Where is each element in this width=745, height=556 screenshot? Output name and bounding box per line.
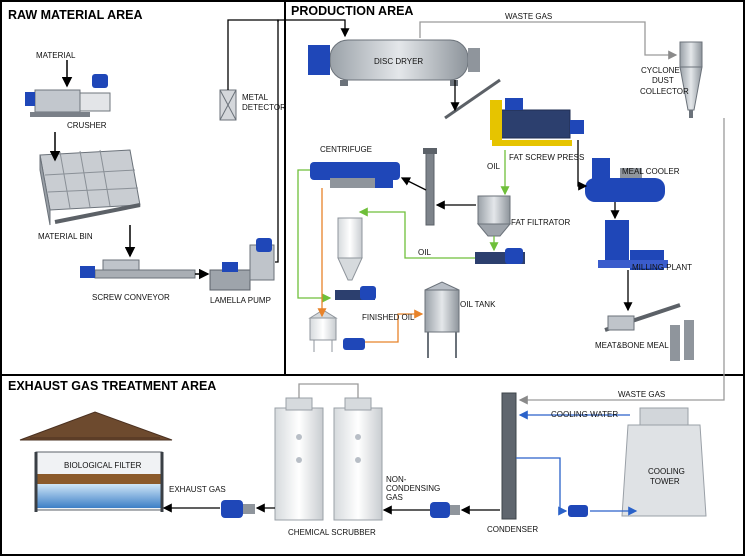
oil-tank (424, 281, 460, 358)
label-centrifuge: CENTRIFUGE (320, 145, 372, 154)
flow-dryer-waste-gas (419, 21, 678, 60)
exhaust-gas-area-title: EXHAUST GAS TREATMENT AREA (8, 379, 216, 393)
disc-dryer (308, 39, 480, 86)
oil-pump (475, 248, 525, 264)
label-material-bin: MATERIAL BIN (38, 232, 93, 241)
label-waste-gas-top: WASTE GAS (505, 12, 552, 21)
label-cyclone-2: DUST (652, 76, 674, 85)
flow-waste-gas-to-condenser (518, 118, 725, 405)
milling-plant (598, 220, 668, 270)
label-meal-cooler: MEAL COOLER (622, 167, 680, 176)
transfer-pump (335, 286, 376, 300)
label-lamella-pump: LAMELLA PUMP (210, 296, 271, 305)
label-oil-low: OIL (418, 248, 431, 257)
flow-finished-oil-to-tank (365, 309, 424, 343)
vertical-oil-heater (423, 148, 437, 226)
settling-tank (337, 217, 363, 281)
fat-filtrator (476, 195, 512, 237)
label-biological-filter: BIOLOGICAL FILTER (64, 461, 142, 470)
label-fat-screw-press: FAT SCREW PRESS (509, 153, 584, 162)
oil-receiving-tank (308, 309, 338, 352)
label-screw-conveyor: SCREW CONVEYOR (92, 293, 170, 302)
label-non-condensing-1: NON- (386, 475, 407, 484)
inclined-screw-conveyor (444, 78, 501, 120)
label-condenser: CONDENSER (487, 525, 538, 534)
exhaust-fan-1 (221, 500, 255, 518)
meal-cooler (585, 158, 665, 202)
label-crusher: CRUSHER (67, 121, 107, 130)
label-oil-tank: OIL TANK (460, 300, 496, 309)
flow-scrubber-crossover (298, 383, 359, 398)
label-non-condensing-3: GAS (386, 493, 403, 502)
label-waste-gas-bottom: WASTE GAS (618, 390, 665, 399)
flow-press-to-cooler (577, 140, 588, 191)
label-non-condensing-2: CONDENSING (386, 484, 440, 493)
label-cooling-tower-1: COOLING (648, 467, 685, 476)
flow-cooling-water-out (516, 457, 568, 516)
label-disc-dryer: DISC DRYER (374, 57, 423, 66)
lamella-pump (209, 238, 275, 291)
cooling-tower (621, 407, 707, 517)
biological-filter (19, 411, 173, 512)
label-cooling-water: COOLING WATER (551, 410, 618, 419)
exhaust-fan-2 (430, 502, 460, 518)
centrifuge (310, 162, 400, 188)
label-finished-oil: FINISHED OIL (362, 313, 415, 322)
label-cooling-tower-2: TOWER (650, 477, 680, 486)
fat-screw-press (490, 98, 584, 146)
label-milling-plant: MILLING PLANT (632, 263, 692, 272)
label-chemical-scrubber: CHEMICAL SCRUBBER (288, 528, 376, 537)
production-area-title: PRODUCTION AREA (291, 4, 413, 18)
label-material: MATERIAL (36, 51, 76, 60)
label-fat-filtrator: FAT FILTRATOR (511, 218, 570, 227)
cyclone-dust-collector (679, 41, 703, 118)
chemical-scrubber (274, 397, 383, 521)
flow-detector-to-dryer (277, 19, 350, 38)
flow-heater-to-centrifuge (400, 177, 427, 191)
flow-pump-to-dryer (227, 19, 279, 263)
raw-material-area-title: RAW MATERIAL AREA (8, 8, 143, 22)
meal-conveyor-and-bags (604, 303, 694, 361)
label-meat-bone-meal: MEAT&BONE MEAL (595, 341, 669, 350)
condenser (501, 392, 517, 520)
label-exhaust-gas: EXHAUST GAS (169, 485, 226, 494)
label-cyclone-1: CYCLONE (641, 66, 680, 75)
label-cyclone-3: COLLECTOR (640, 87, 689, 96)
flow-centrifuge-oil-green (297, 169, 332, 303)
label-oil-mid: OIL (487, 162, 500, 171)
crusher-unit (25, 74, 111, 117)
screw-conveyor (80, 259, 196, 279)
finished-oil-pump (343, 338, 365, 350)
label-metal-detector-2: DETECTOR (242, 103, 286, 112)
flow-oil-to-settling-tank (358, 207, 475, 259)
metal-detector (219, 89, 237, 121)
label-metal-detector-1: METAL (242, 93, 269, 102)
material-bin (39, 149, 141, 226)
cooling-water-pump (568, 505, 588, 517)
